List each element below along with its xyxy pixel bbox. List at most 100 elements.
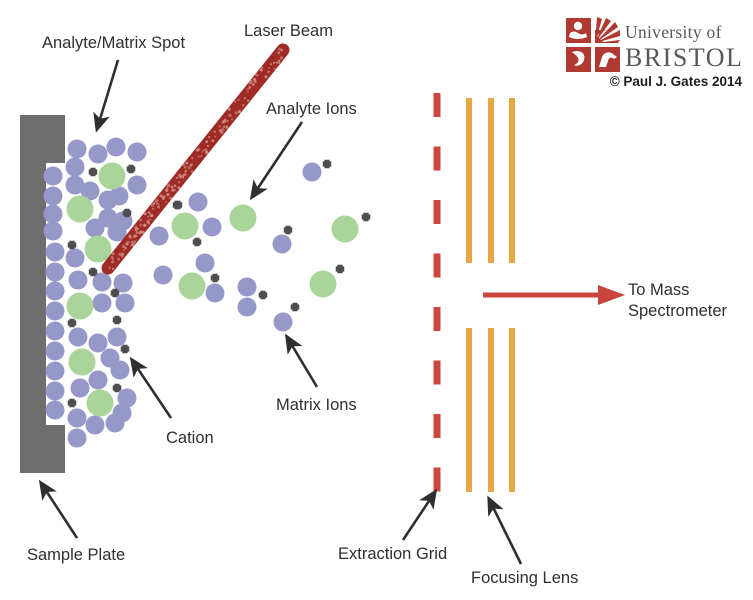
laser-speckle (185, 161, 189, 165)
laser-speckle (246, 90, 249, 93)
label-sample-plate: Sample Plate (27, 546, 126, 564)
laser-speckle (213, 130, 217, 133)
matrix-molecule (45, 321, 65, 341)
laser-speckle (173, 184, 177, 187)
matrix-molecule (67, 408, 87, 428)
laser-speckle (211, 139, 215, 143)
cation-plus (361, 212, 371, 222)
bristol-wordmark: University of BRISTOL (625, 22, 743, 73)
matrix-molecule (273, 312, 293, 332)
laser-speckle (247, 88, 250, 91)
cation-plus (122, 208, 132, 218)
laser-speckle (228, 113, 232, 117)
label-focusing-lens: Focusing Lens (471, 569, 579, 587)
matrix-molecule (106, 137, 126, 157)
cation-plus (283, 225, 293, 235)
matrix-molecule (115, 293, 135, 313)
laser-speckle (190, 170, 194, 173)
laser-speckle (183, 165, 187, 169)
laser-speckle (159, 194, 163, 198)
laser-speckle (264, 75, 268, 79)
sample-plate-arrow (38, 479, 79, 539)
laser-speckle (184, 169, 188, 173)
laser-speckle (205, 150, 209, 154)
laser-speckle (233, 100, 237, 103)
laser-speckle (111, 260, 115, 264)
matrix-molecule (98, 208, 118, 228)
matrix-molecule (107, 222, 127, 242)
analyte-molecule (68, 348, 96, 376)
matrix-molecule (65, 248, 85, 268)
laser-speckle (250, 79, 253, 82)
laser-speckle (126, 243, 129, 246)
laser-speckle (251, 82, 255, 87)
laser-speckle (268, 67, 271, 70)
laser-speckle (278, 59, 281, 62)
laser-speckle (165, 188, 169, 192)
laser-speckle (122, 249, 125, 252)
label-analyte-ions: Analyte Ions (266, 100, 357, 118)
laser-speckle (218, 125, 222, 128)
matrix-molecule (68, 270, 88, 290)
laser-speckle (152, 202, 156, 205)
matrix-molecule (237, 277, 257, 297)
matrix-molecule (110, 360, 130, 380)
matrix-molecule (92, 293, 112, 313)
laser-speckle (131, 240, 133, 243)
cation-plus (258, 290, 268, 300)
bristol-crest-icon (566, 17, 620, 72)
matrix-molecule (88, 370, 108, 390)
laser-speckle (200, 154, 203, 157)
laser-speckle (237, 110, 242, 114)
analyte-molecule (178, 272, 206, 300)
laser-speckle (144, 212, 147, 216)
sample-plate-shape (20, 115, 65, 473)
laser-speckle (175, 176, 179, 180)
matrix-molecule (195, 253, 215, 273)
label-analyte-matrix-spot: Analyte/Matrix Spot (42, 34, 186, 52)
matrix-molecule (43, 186, 63, 206)
label-to-mass-spectrometer: To Mass Spectrometer (628, 280, 727, 322)
laser-speckle (169, 196, 173, 200)
laser-speckle (202, 149, 205, 152)
copyright-text: © Paul J. Gates 2014 (609, 74, 742, 89)
label-laser-beam: Laser Beam (244, 22, 333, 40)
laser-speckle (226, 120, 229, 122)
laser-speckle (280, 48, 284, 52)
to-mass-line1: To Mass (628, 281, 690, 299)
cation-plus (67, 318, 77, 328)
laser-speckle (126, 240, 130, 245)
laser-speckle (141, 230, 145, 234)
matrix-molecule (70, 378, 90, 398)
matrix-molecule (45, 301, 65, 321)
laser-speckle (135, 231, 139, 235)
laser-speckle (182, 176, 185, 179)
laser-speckle (158, 203, 160, 206)
university-of-bristol-logo: University of BRISTOL © Paul J. Gates 20… (563, 15, 745, 95)
laser-speckle (150, 213, 154, 218)
crest-motifs (569, 21, 617, 67)
laser-speckle (166, 183, 171, 188)
laser-speckle (164, 201, 168, 204)
laser-speckle (170, 185, 174, 189)
matrix-molecule (67, 428, 87, 448)
laser-speckle (213, 135, 216, 138)
cation-plus (173, 200, 183, 210)
laser-speckle (139, 223, 143, 227)
matrix-molecule (45, 400, 65, 420)
cation-plus (67, 398, 77, 408)
laser-speckle (227, 107, 231, 111)
laser-speckle (220, 131, 224, 134)
laser-speckle (118, 252, 122, 256)
matrix-molecule (45, 361, 65, 381)
laser-speckle (253, 79, 257, 83)
matrix-molecule (45, 262, 65, 282)
matrix-molecule (65, 157, 85, 177)
laser-speckle (272, 61, 276, 64)
analyte-molecule (171, 212, 199, 240)
cation-plus (335, 264, 345, 274)
laser-speckle (277, 61, 281, 65)
laser-speckle (205, 140, 209, 144)
laser-speckle (183, 172, 187, 177)
